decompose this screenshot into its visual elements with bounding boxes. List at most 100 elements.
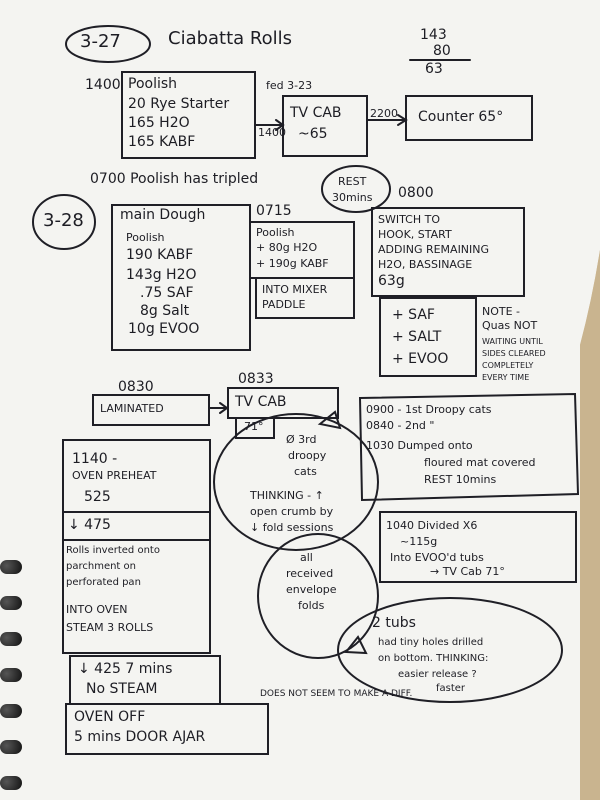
binder-ring — [0, 560, 22, 574]
tvcab-temp: 71° — [244, 420, 264, 433]
time-label: 0830 — [118, 379, 154, 395]
folds-line: all — [300, 551, 313, 564]
switch-line: 63g — [378, 273, 405, 289]
time-label: 1400 — [85, 77, 121, 93]
poolish-line: 165 H2O — [128, 115, 190, 131]
adds-line: + EVOO — [392, 351, 449, 367]
steam-line: No STEAM — [86, 681, 158, 697]
main-dough-line: 143g H2O — [126, 267, 197, 283]
time-label: 1400 — [258, 126, 286, 139]
note-line: Quas NOT — [482, 319, 538, 332]
binder-ring — [0, 632, 22, 646]
tubs-line: on bottom. THINKING: — [378, 653, 489, 664]
third-line: open crumb by — [250, 505, 334, 518]
switch-line: H2O, BASSINAGE — [378, 258, 473, 271]
adds-line: + SAF — [392, 307, 435, 323]
note-line: COMPLETELY — [482, 361, 534, 370]
off-line: 5 mins DOOR AJAR — [74, 729, 206, 745]
folds-line: received — [286, 567, 334, 580]
rest-note: REST — [338, 175, 367, 188]
switch-line: ADDING REMAINING — [378, 243, 490, 256]
binder-ring — [0, 668, 22, 682]
poolish-status: 0700 Poolish has tripled — [90, 171, 259, 187]
poolish-line: 165 KABF — [128, 134, 196, 150]
main-dough-line: 10g EVOO — [128, 321, 200, 337]
oven-line: parchment on — [66, 561, 136, 572]
note-line: EVERY TIME — [482, 373, 530, 382]
laminated-label: LAMINATED — [100, 402, 164, 415]
droopy-line: REST 10mins — [424, 473, 497, 486]
tubs-line: easier release ? — [398, 669, 477, 680]
recipe-title: Ciabatta Rolls — [168, 28, 293, 49]
binder-ring — [0, 740, 22, 754]
tubs-line: had tiny holes drilled — [378, 637, 484, 648]
time-label: 0715 — [256, 203, 292, 219]
divided-line: 1040 Divided X6 — [386, 519, 478, 532]
oven-line: ↓ 475 — [68, 517, 111, 533]
rest-note: 30mins — [332, 191, 373, 204]
mixer-line: INTO MIXER — [262, 283, 328, 296]
tubs-line: faster — [436, 683, 466, 694]
time-label: 0800 — [398, 185, 434, 201]
main-dough-line: .75 SAF — [140, 285, 194, 301]
time-label: 2200 — [370, 107, 398, 120]
binder-ring — [0, 596, 22, 610]
third-line: THINKING - ↑ — [250, 489, 324, 502]
calc-value: 63 — [425, 61, 443, 77]
binder-ring — [0, 704, 22, 718]
third-line: cats — [294, 465, 317, 478]
off-line: OVEN OFF — [74, 709, 146, 725]
main-dough-line: 8g Salt — [140, 303, 190, 319]
mixer-line: PADDLE — [262, 298, 306, 311]
main-dough-line: 190 KABF — [126, 247, 194, 263]
tubs-line: 2 tubs — [372, 615, 416, 631]
note-line: SIDES CLEARED — [482, 349, 546, 358]
oven-line: OVEN PREHEAT — [72, 469, 157, 482]
third-line: ↓ fold sessions — [250, 521, 334, 534]
counter-label: Counter 65° — [418, 109, 504, 125]
time-label: 0833 — [238, 371, 274, 387]
calc-value: 80 — [433, 43, 451, 59]
droopy-line: 0840 - 2nd " — [366, 419, 435, 432]
steam-line: ↓ 425 7 mins — [78, 661, 173, 677]
third-line: droopy — [288, 449, 327, 462]
poolish-title: Poolish — [128, 76, 178, 92]
poolish-line: 20 Rye Starter — [128, 96, 230, 112]
main-dough-line: Poolish — [126, 231, 165, 244]
droopy-line: 0900 - 1st Droopy cats — [366, 403, 492, 416]
divided-line: → TV Cab 71° — [430, 565, 505, 578]
bottom-note: DOES NOT SEEM TO MAKE A DIFF. — [260, 689, 413, 699]
third-line: Ø 3rd — [286, 433, 317, 446]
divided-line: Into EVOO'd tubs — [390, 551, 484, 564]
add-line: Poolish — [256, 226, 295, 239]
droopy-line: 1030 Dumped onto — [366, 439, 473, 452]
tvcab-temp: ~65 — [298, 126, 328, 142]
folds-line: folds — [298, 599, 325, 612]
oven-line: STEAM 3 ROLLS — [66, 621, 154, 634]
tvcab-label: TV CAB — [290, 105, 342, 121]
oven-line: perforated pan — [66, 577, 141, 588]
date-label: 3-27 — [80, 31, 121, 52]
date-label: 3-28 — [43, 210, 84, 231]
main-dough-title: main Dough — [120, 207, 206, 223]
switch-line: HOOK, START — [378, 228, 452, 241]
tvcab-label: TV CAB — [235, 394, 287, 410]
folds-line: envelope — [286, 583, 337, 596]
oven-line: Rolls inverted onto — [66, 545, 160, 556]
oven-line: 1140 - — [72, 451, 118, 467]
binder-ring — [0, 776, 22, 790]
add-line: + 190g KABF — [256, 257, 329, 270]
divided-line: ~115g — [400, 535, 438, 548]
oven-line: INTO OVEN — [66, 603, 128, 616]
note-line: NOTE - — [482, 305, 521, 318]
oven-line: 525 — [84, 489, 111, 505]
calc-value: 143 — [420, 27, 447, 43]
note-line: WAITING UNTIL — [482, 337, 543, 346]
add-line: + 80g H2O — [256, 241, 318, 254]
adds-line: + SALT — [392, 329, 442, 345]
switch-line: SWITCH TO — [378, 213, 441, 226]
droopy-line: floured mat covered — [424, 456, 536, 469]
fed-note: fed 3-23 — [266, 79, 313, 92]
